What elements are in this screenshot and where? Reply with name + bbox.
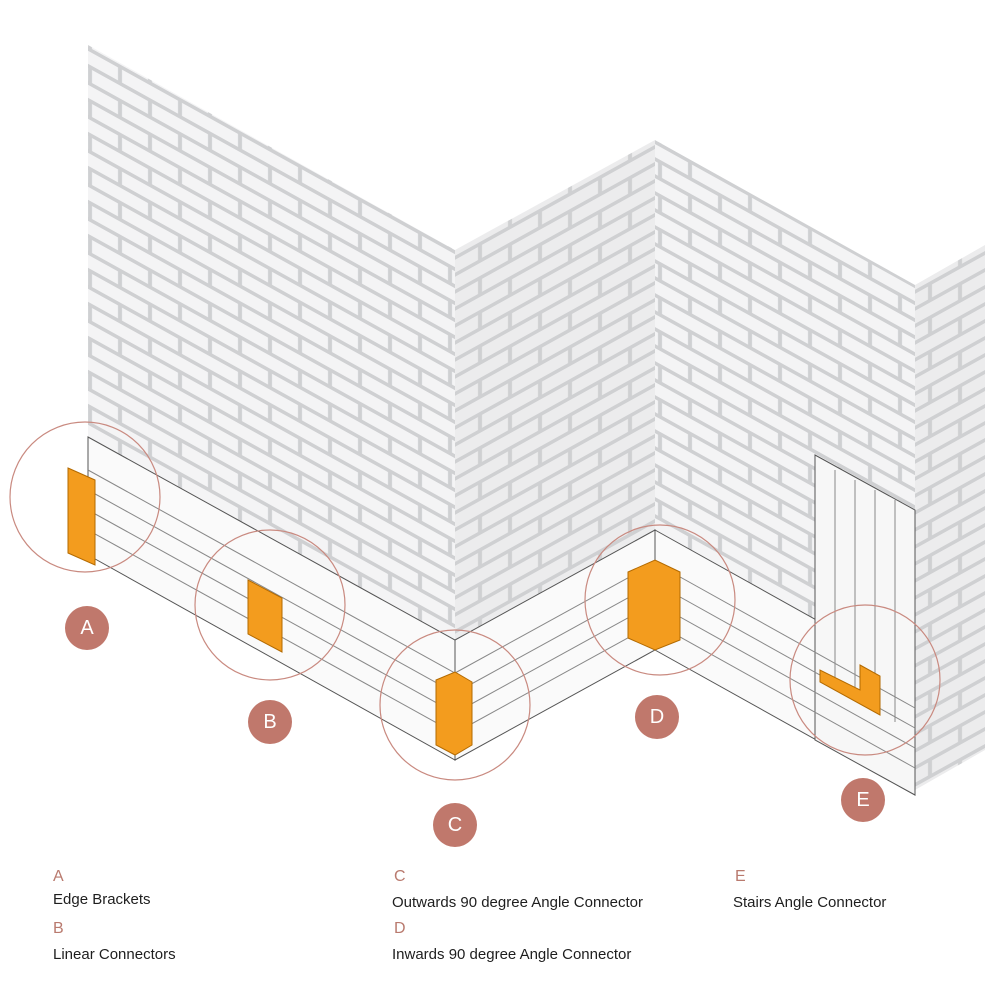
callout-circle-a: [9, 421, 161, 573]
legend-letter-a: A: [53, 868, 64, 885]
wall-middle: [455, 140, 655, 640]
legend-label-e: Stairs Angle Connector: [733, 894, 887, 911]
legend-letter-c: C: [394, 868, 406, 885]
legend-label-a: Edge Brackets: [53, 891, 151, 908]
badge-e: E: [841, 778, 885, 822]
badge-d: D: [635, 695, 679, 739]
legend-label-b: Linear Connectors: [53, 946, 176, 963]
edge-bracket: [67, 467, 96, 566]
legend-label-d: Inwards 90 degree Angle Connector: [392, 946, 632, 963]
callout-circle-b: [194, 529, 346, 681]
callout-circle-e: [789, 604, 941, 756]
stairs-angle-connector: [819, 664, 881, 716]
outwards-angle-connector: [435, 671, 473, 756]
legend-letter-b: B: [53, 920, 64, 937]
badge-a: A: [65, 606, 109, 650]
wall-far-right: [915, 245, 985, 790]
legend-letter-d: D: [394, 920, 406, 937]
badge-c: C: [433, 803, 477, 847]
inwards-angle-connector: [627, 559, 681, 651]
wall-left: [88, 45, 455, 640]
legend-label-c: Outwards 90 degree Angle Connector: [392, 894, 643, 911]
legend-letter-e: E: [735, 868, 746, 885]
callout-circle-d: [584, 524, 736, 676]
linear-connector: [247, 579, 283, 653]
callout-circle-c: [379, 629, 531, 781]
badge-b: B: [248, 700, 292, 744]
